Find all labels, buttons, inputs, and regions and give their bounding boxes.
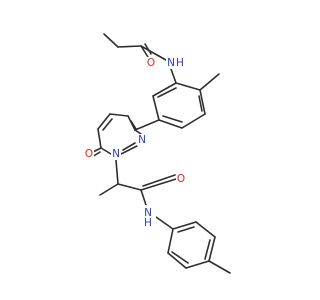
bond-line	[130, 120, 137, 130]
bond-line	[117, 183, 142, 191]
bond-line	[140, 45, 167, 61]
atom-label-layer: O N H O N N O N H	[84, 57, 186, 229]
bond-line	[134, 119, 160, 131]
atom-label-o: O	[177, 173, 185, 185]
bond-line	[157, 87, 177, 98]
bond-line	[140, 189, 147, 206]
bond-line	[144, 43, 152, 55]
atom-label-o: O	[85, 148, 93, 160]
bond-line	[92, 147, 102, 153]
bond-line	[155, 216, 174, 230]
atom-n-amide2: N H	[140, 205, 156, 229]
bond-line	[117, 45, 142, 48]
atom-label-n: N	[112, 148, 120, 160]
bond-line	[199, 89, 206, 115]
bond-line	[134, 129, 142, 135]
bond-line	[199, 73, 220, 91]
molecule-structure-diagram: O N H O N N O N H	[84, 33, 231, 274]
bond-line	[103, 33, 119, 48]
bond-line	[177, 226, 195, 233]
bond-line	[162, 115, 183, 123]
bond-line	[181, 113, 206, 129]
bond-line	[195, 221, 216, 238]
bond-line	[170, 68, 177, 84]
atom-o-ketone: O	[84, 148, 94, 160]
bond-line	[171, 251, 189, 264]
bond-line	[167, 228, 174, 254]
atom-label-n: N	[167, 57, 175, 69]
bond-layer	[91, 33, 231, 274]
bond-line	[175, 82, 201, 91]
atom-label-o: O	[147, 57, 155, 69]
bond-line	[158, 119, 183, 129]
bond-line	[140, 45, 149, 58]
bond-line	[208, 236, 216, 262]
bond-line	[109, 113, 129, 117]
bond-line	[142, 174, 176, 187]
atom-o-amide2: O	[176, 173, 186, 185]
atom-n-amide1: N H	[166, 57, 186, 69]
bond-line	[120, 145, 138, 155]
bond-line	[185, 260, 210, 269]
bond-line	[172, 221, 197, 230]
bond-line	[97, 128, 102, 149]
bond-line	[115, 159, 119, 185]
bond-line	[100, 147, 112, 155]
bond-line	[152, 95, 160, 121]
bond-line	[208, 260, 231, 274]
atom-label-h: H	[176, 57, 184, 69]
atom-label-h: H	[144, 217, 152, 229]
bond-line	[122, 142, 136, 151]
bond-line	[152, 82, 177, 97]
bond-line	[102, 118, 113, 131]
atom-n2-ring: N	[137, 134, 147, 146]
bond-line	[198, 95, 203, 112]
atom-o-amide1: O	[146, 57, 156, 69]
bond-line	[99, 183, 119, 196]
atom-label-n: N	[138, 134, 146, 146]
atom-n1-ring: N	[111, 148, 121, 160]
bond-line	[204, 239, 211, 260]
atom-label-n: N	[144, 207, 152, 219]
bond-line	[167, 252, 187, 269]
bond-line	[140, 178, 177, 191]
bond-line	[97, 113, 111, 130]
